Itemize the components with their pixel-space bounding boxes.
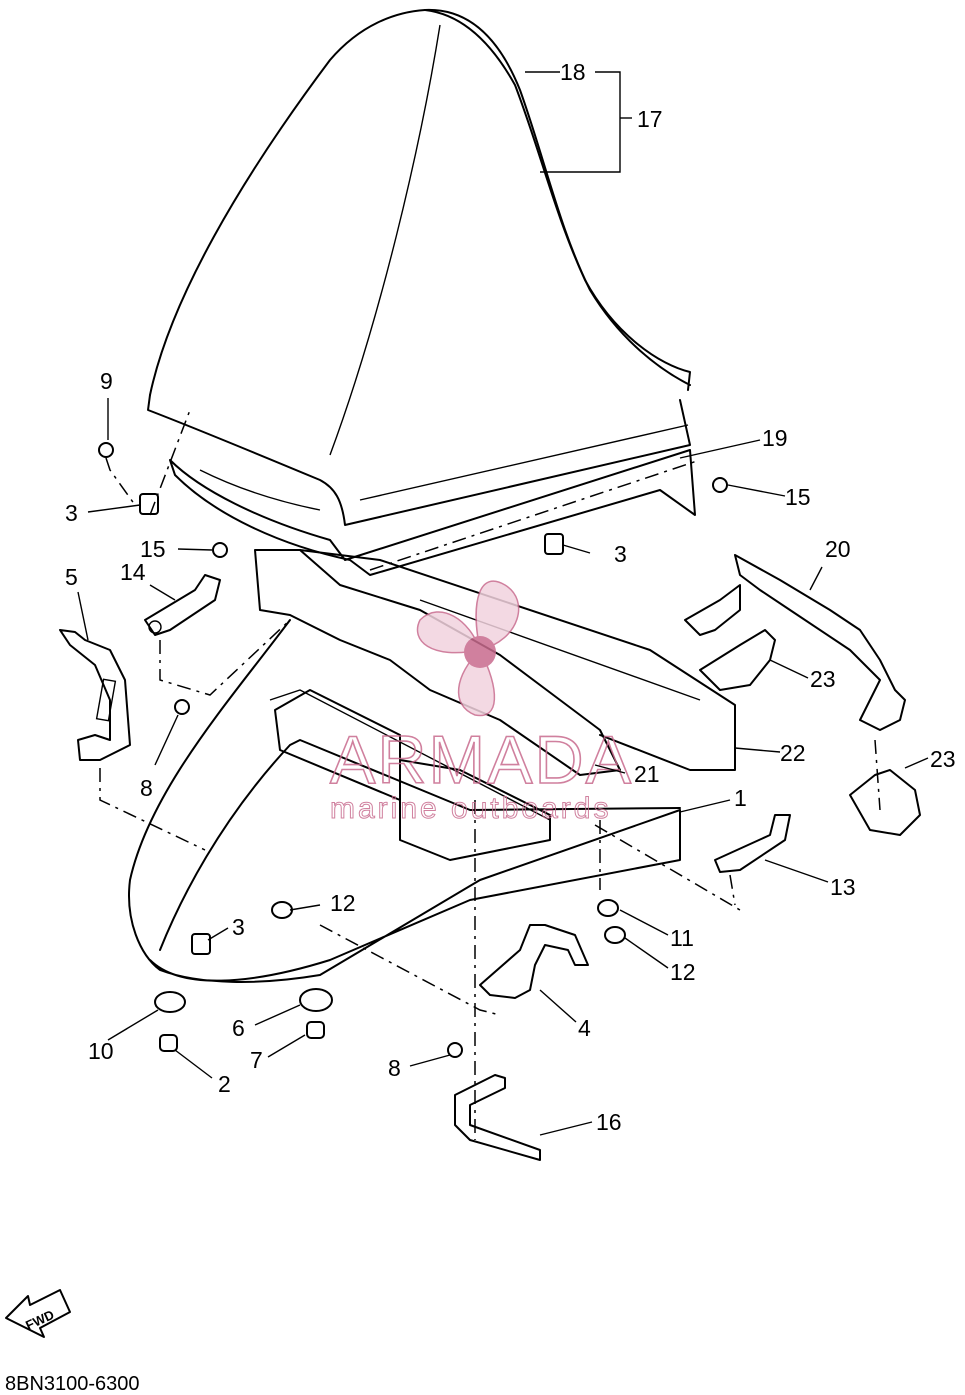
callout-12-right: 12: [670, 959, 696, 985]
callout-3-left: 3: [65, 500, 78, 526]
windshield: [147, 8, 691, 526]
callout-23-upper: 23: [810, 666, 836, 692]
callout-22: 22: [780, 740, 806, 766]
callout-2: 2: [218, 1071, 231, 1097]
callout-15-right: 15: [785, 484, 811, 510]
callout-13: 13: [830, 874, 856, 900]
leader-lines: [77, 71, 929, 1136]
callout-9: 9: [100, 368, 113, 394]
main-cover: [128, 619, 681, 983]
bracket-4: [479, 924, 589, 999]
callout-1: 1: [734, 785, 747, 811]
fwd-arrow-icon: FWD: [5, 1289, 71, 1338]
bracket-5: [59, 629, 131, 761]
watermark: ARMADA marine outboards: [329, 580, 633, 826]
callout-11: 11: [670, 925, 694, 951]
callout-3-lower: 3: [232, 914, 245, 940]
small-parts: [98, 442, 728, 1058]
callout-23-lower: 23: [930, 746, 956, 772]
callout-4: 4: [578, 1015, 591, 1041]
callout-16: 17: [637, 106, 663, 132]
watermark-subtitle: marine outboards: [330, 792, 611, 825]
callout-21: 16: [596, 1109, 622, 1135]
bracket-19-23: [684, 554, 921, 836]
callout-14: 14: [120, 559, 146, 585]
callout-15-left: 15: [140, 536, 166, 562]
callout-6: 6: [232, 1015, 245, 1041]
callout-17: 18: [560, 59, 586, 85]
callout-8-lower: 8: [388, 1055, 401, 1081]
callout-19: 20: [825, 536, 851, 562]
callout-3-mid: 3: [614, 541, 627, 567]
bracket-14: [144, 574, 221, 636]
callouts: 18 17 9 19 15 3 3 15 20 14 5 23 22 23 21…: [65, 59, 956, 1135]
callout-18: 19: [762, 425, 788, 451]
bracket-13: [714, 814, 791, 873]
callout-20: 21: [634, 761, 660, 787]
callout-10: 10: [88, 1038, 114, 1064]
callout-7: 7: [250, 1047, 263, 1073]
watermark-title: ARMADA: [330, 722, 633, 798]
frame-box: [254, 549, 736, 776]
callout-8-upper: 8: [140, 775, 153, 801]
callout-5: 5: [65, 564, 78, 590]
propeller-logo-icon: [416, 580, 520, 717]
bracket-21: [454, 1074, 541, 1161]
callout-12-left: 12: [330, 890, 356, 916]
alignment-lines: [99, 409, 881, 1140]
console-trim: [169, 449, 696, 576]
diagram-code: 8BN3100-6300: [5, 1373, 140, 1395]
